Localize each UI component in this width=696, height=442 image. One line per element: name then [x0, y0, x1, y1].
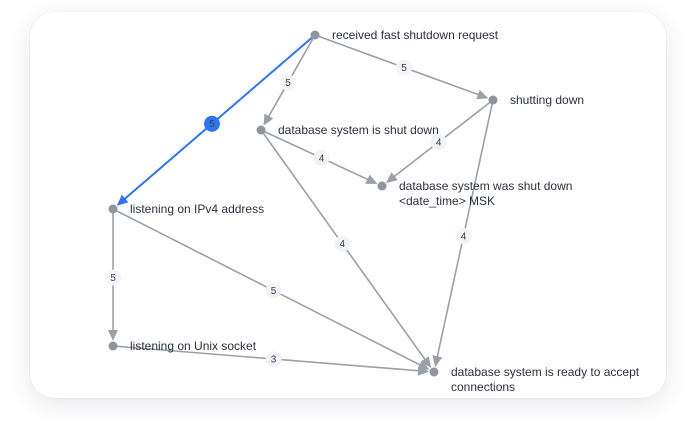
svg-text:5: 5	[271, 286, 277, 297]
edge-weight-label: 5	[280, 74, 296, 91]
svg-text:4: 4	[319, 154, 325, 165]
node-F[interactable]: listening on Unix socket	[108, 339, 257, 353]
edge-weight-label: 4	[313, 150, 330, 166]
arrowhead-icon	[420, 356, 432, 368]
node-E[interactable]: listening on IPv4 address	[108, 202, 265, 216]
arrowhead-icon	[116, 194, 129, 206]
node-dot[interactable]	[310, 30, 320, 40]
node-G[interactable]: database system is ready to acceptconnec…	[429, 365, 640, 394]
node-label: database system is shut down	[278, 123, 439, 137]
arrowhead-icon	[476, 89, 489, 100]
node-label: <date_time> MSK	[399, 194, 495, 208]
node-dot[interactable]	[377, 181, 387, 191]
graph-card	[30, 12, 666, 398]
edge-weight-label: 5	[105, 269, 121, 286]
arrowhead-icon	[417, 365, 430, 376]
edge-weight-label: 4	[455, 228, 472, 244]
svg-text:4: 4	[436, 138, 442, 149]
svg-text:5: 5	[209, 119, 215, 130]
arrowhead-icon	[432, 355, 443, 368]
node-dot[interactable]	[488, 95, 498, 105]
node-label: database system is ready to accept	[451, 365, 640, 379]
node-dot[interactable]	[108, 341, 118, 351]
edge-weight-label: 5	[203, 115, 220, 132]
nodes: received fast shutdown request shutting d…	[108, 28, 640, 394]
node-label: listening on IPv4 address	[130, 202, 264, 216]
node-dot[interactable]	[108, 204, 118, 214]
node-label: connections	[451, 380, 515, 394]
node-dot[interactable]	[256, 125, 266, 135]
edge-line[interactable]	[122, 34, 316, 202]
node-label: shutting down	[510, 93, 584, 107]
node-label: listening on Unix socket	[130, 339, 257, 353]
node-D[interactable]: database system was shut down<date_time>…	[377, 179, 573, 208]
svg-text:4: 4	[340, 239, 346, 250]
edge-labels: 5 5 5 4 4 4 4 5 5 3	[105, 59, 472, 367]
node-A[interactable]: received fast shutdown request	[310, 28, 499, 42]
edge-weight-label: 4	[334, 235, 351, 252]
edge-weight-label: 4	[430, 134, 447, 151]
node-label: received fast shutdown request	[332, 28, 499, 42]
edge-weight-label: 5	[396, 59, 412, 76]
edge-weight-label: 3	[265, 351, 282, 367]
edge-A-E[interactable]	[116, 34, 316, 206]
node-dot[interactable]	[429, 367, 439, 377]
svg-text:4: 4	[461, 232, 467, 243]
node-B[interactable]: shutting down	[488, 93, 585, 107]
node-label: database system was shut down	[399, 179, 572, 193]
arrowhead-icon	[263, 113, 274, 126]
arrowhead-icon	[365, 174, 378, 184]
node-C[interactable]: database system is shut down	[256, 123, 439, 137]
arrowhead-icon	[385, 172, 398, 183]
svg-text:5: 5	[110, 273, 116, 284]
edge-weight-label: 5	[265, 282, 282, 299]
svg-text:5: 5	[401, 63, 407, 74]
arrowhead-icon	[108, 330, 118, 341]
svg-text:5: 5	[285, 78, 291, 89]
svg-text:3: 3	[271, 355, 277, 366]
